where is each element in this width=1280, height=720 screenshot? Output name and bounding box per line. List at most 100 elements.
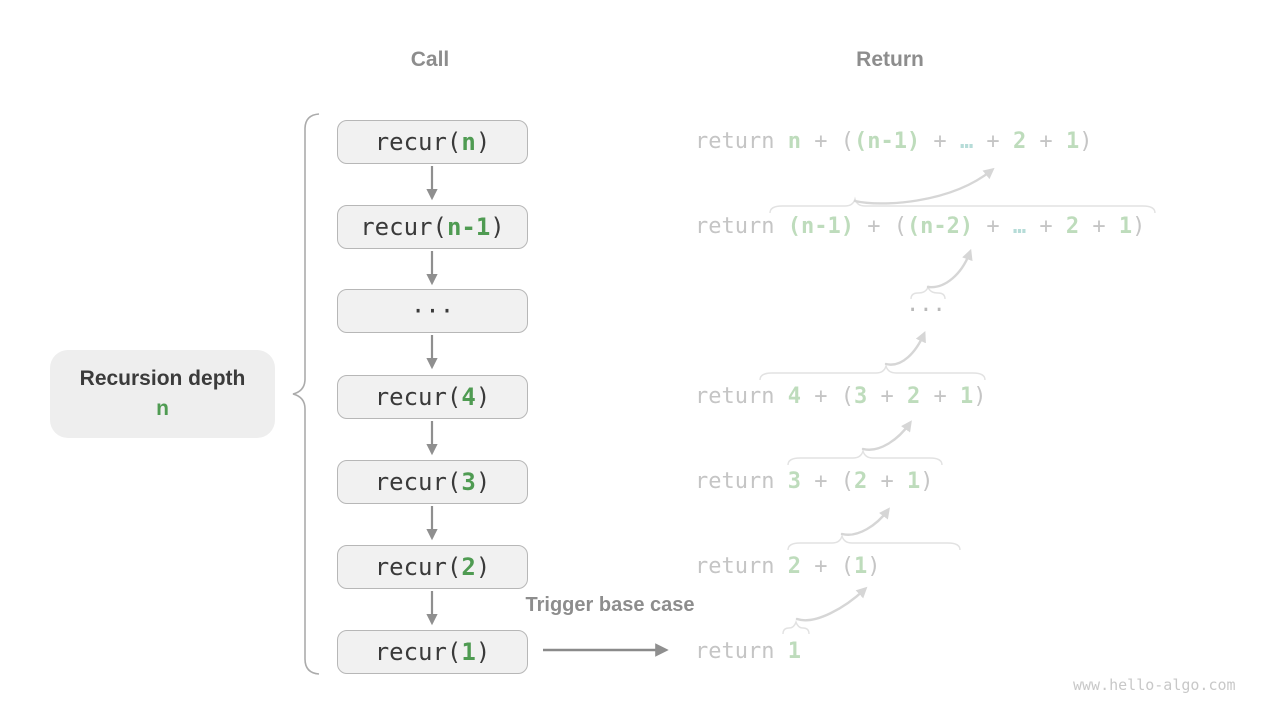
call-box-ellipsis: ··· <box>337 289 528 333</box>
return-swoosh-arrow <box>853 167 995 205</box>
code-token: return <box>695 214 788 239</box>
call-box-recur-2: recur(2) <box>337 545 528 589</box>
code-token: ··· <box>410 297 455 325</box>
trigger-base-case-label: Trigger base case <box>525 594 695 616</box>
code-token: + <box>1026 214 1066 239</box>
code-token: return <box>695 639 788 664</box>
code-token: recur( <box>374 553 462 581</box>
code-token: 4 <box>787 384 801 409</box>
code-token: + ( <box>800 469 854 494</box>
code-token: ) <box>475 553 491 581</box>
call-box-recur-1: recur(1) <box>337 630 528 674</box>
code-token: … <box>1012 214 1027 239</box>
code-token: 1 <box>461 638 476 666</box>
code-token: 1 <box>787 639 801 664</box>
code-token: ) <box>475 468 491 496</box>
call-box-recur-n: recur(n) <box>337 120 528 164</box>
code-token: ) <box>973 384 987 409</box>
code-token: 1 <box>959 384 974 409</box>
code-token: return <box>695 384 788 409</box>
call-box-recur-3: recur(3) <box>337 460 528 504</box>
code-token: n <box>461 128 476 156</box>
recursion-depth-title: Recursion depth <box>79 367 246 390</box>
code-token: return <box>695 129 788 154</box>
code-token: 1 <box>1118 214 1133 239</box>
return-line-1: return 1 <box>695 637 801 667</box>
code-token: 2 <box>906 384 921 409</box>
code-token: 2 <box>1065 214 1080 239</box>
code-token: 3 <box>461 468 476 496</box>
return-swoosh-arrow <box>795 586 868 622</box>
code-token: n <box>787 129 801 154</box>
code-token: + ( <box>853 214 907 239</box>
code-token: ) <box>1079 129 1093 154</box>
return-line-n-1: return (n-1) + ((n-2) + … + 2 + 1) <box>695 212 1145 242</box>
recursion-depth-brace <box>292 113 320 675</box>
code-token: … <box>959 129 974 154</box>
code-token: 4 <box>461 383 476 411</box>
recursion-depth-label: Recursion depth n <box>50 350 275 438</box>
code-token: ) <box>867 554 881 579</box>
expression-brace <box>759 363 986 381</box>
code-token: 3 <box>853 384 868 409</box>
code-token: (n-2) <box>906 214 974 239</box>
code-token: ) <box>490 213 505 241</box>
code-token: (n-1) <box>853 129 921 154</box>
code-token: ) <box>475 128 491 156</box>
code-token: n-1 <box>446 213 491 241</box>
code-token: recur( <box>374 383 462 411</box>
code-token: ) <box>920 469 934 494</box>
code-token: 2 <box>787 554 801 579</box>
expression-brace <box>782 619 810 635</box>
code-token: + <box>1079 214 1119 239</box>
expression-brace <box>769 196 1156 214</box>
code-token: + ( <box>800 554 854 579</box>
recursion-depth-value: n <box>156 397 169 420</box>
return-line-3: return 3 + (2 + 1) <box>695 467 933 497</box>
code-token: recur( <box>374 638 462 666</box>
return-swoosh-arrow <box>840 507 890 536</box>
code-token: return <box>695 469 788 494</box>
code-token: 3 <box>787 469 801 494</box>
code-token: + <box>920 384 960 409</box>
watermark: www.hello-algo.com <box>1073 676 1236 694</box>
code-token: recur( <box>374 128 462 156</box>
code-token: + <box>867 384 907 409</box>
return-line-4: return 4 + (3 + 2 + 1) <box>695 382 986 412</box>
code-token: (n-1) <box>787 214 854 239</box>
return-line-ellipsis: ··· <box>906 296 946 326</box>
code-token: ··· <box>906 298 946 323</box>
return-swoosh-arrow <box>861 420 912 451</box>
call-box-recur-4: recur(4) <box>337 375 528 419</box>
code-token: + <box>920 129 960 154</box>
code-token: 2 <box>853 469 868 494</box>
code-token: 1 <box>853 554 868 579</box>
code-token: + ( <box>800 384 854 409</box>
code-token: ) <box>1132 214 1146 239</box>
return-swoosh-arrows <box>795 167 995 622</box>
call-column-header: Call <box>410 48 450 71</box>
call-box-recur-n-1: recur(n-1) <box>337 205 528 249</box>
return-swoosh-arrow <box>884 330 926 366</box>
code-token: + <box>1026 129 1066 154</box>
return-line-2: return 2 + (1) <box>695 552 880 582</box>
code-token: + ( <box>800 129 854 154</box>
code-token: 1 <box>1065 129 1080 154</box>
code-token: recur( <box>374 468 462 496</box>
code-token: 2 <box>461 553 476 581</box>
code-token: ) <box>475 638 491 666</box>
return-column-header: Return <box>856 48 924 71</box>
code-token: 2 <box>1012 129 1027 154</box>
code-token: + <box>867 469 907 494</box>
code-token: + <box>973 129 1013 154</box>
code-token: return <box>695 554 788 579</box>
code-token: ) <box>475 383 491 411</box>
code-token: + <box>973 214 1013 239</box>
return-swoosh-arrow <box>926 248 973 289</box>
code-token: 1 <box>906 469 921 494</box>
expression-brace <box>787 533 961 551</box>
return-line-n: return n + ((n-1) + … + 2 + 1) <box>695 127 1092 157</box>
expression-brace <box>787 448 943 466</box>
